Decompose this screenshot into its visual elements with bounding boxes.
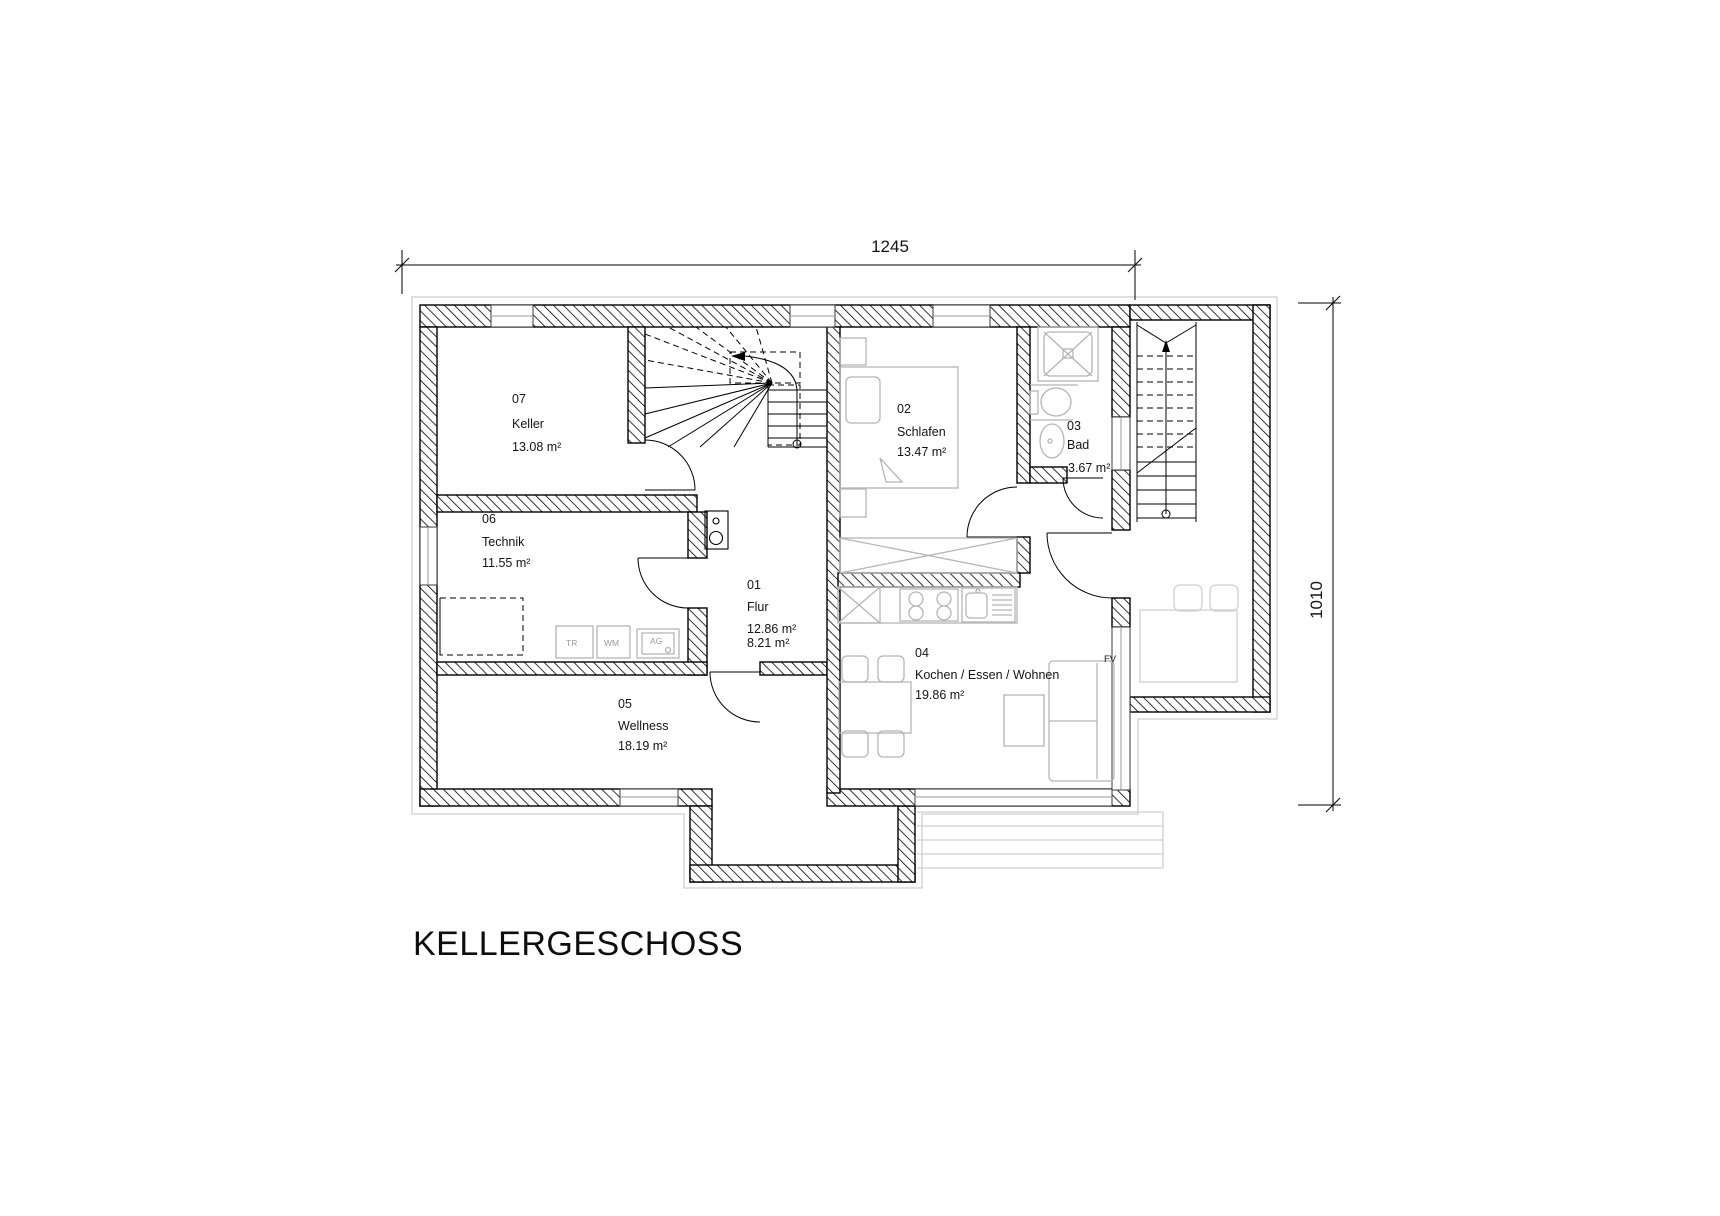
closet — [839, 537, 1018, 574]
room-number: 05 — [618, 697, 632, 711]
room-label-kochen: 04 Kochen / Essen / Wohnen 19.86 m² — [915, 646, 1059, 702]
windows — [419, 304, 1131, 807]
wall-bad-bottom — [1029, 466, 1068, 484]
outdoor-table-set — [1139, 584, 1239, 683]
door-entrance-annex — [1046, 532, 1113, 599]
sofa — [1048, 660, 1115, 782]
door-wellness — [709, 671, 761, 723]
exterior-outline — [411, 296, 1278, 889]
wall-technik-bottom — [436, 661, 708, 676]
room-number: 03 — [1067, 419, 1081, 433]
window-technik-left — [419, 526, 438, 586]
wall-porch-right — [897, 805, 916, 883]
room-label-wellness: 05 Wellness 18.19 m² — [618, 697, 668, 753]
kitchen-counter — [837, 586, 1018, 624]
window-fixed-glazing — [1111, 626, 1131, 791]
terrace-steps — [917, 811, 1164, 869]
washer-label: WM — [604, 638, 619, 648]
door-keller — [644, 439, 696, 491]
room-number: 02 — [897, 402, 911, 416]
stair-exterior — [1136, 322, 1197, 522]
fv-label: FV — [1104, 654, 1117, 665]
dining-table — [838, 655, 912, 758]
room-number: 04 — [915, 646, 929, 660]
room-label-flur: 01 Flur 12.86 m² 8.21 m² — [747, 578, 796, 650]
coffee-table — [1003, 694, 1045, 747]
wall-annex-right — [1252, 304, 1271, 713]
dimension-top: 1245 — [394, 237, 1143, 300]
room-number: 06 — [482, 512, 496, 526]
dimension-right-value: 1010 — [1307, 581, 1326, 619]
washer: WM — [596, 625, 631, 659]
toilet — [1029, 384, 1078, 417]
room-label-schlafen: 02 Schlafen 13.47 m² — [897, 402, 946, 459]
wall-stair-left — [627, 326, 646, 444]
utility-sink: AG — [636, 628, 680, 659]
door-bad — [1062, 477, 1104, 519]
wall-kitchen-top — [837, 572, 1021, 588]
room-name: Technik — [482, 535, 525, 549]
room-area: 13.08 m² — [512, 440, 561, 454]
room-area: 12.86 m² — [747, 622, 796, 636]
room-area: 18.19 m² — [618, 739, 667, 753]
room-area: 19.86 m² — [915, 688, 964, 702]
wall-annex-bottom — [1129, 696, 1271, 713]
window-keller-top — [490, 304, 534, 328]
window-wohnen-bottom — [914, 788, 1113, 807]
room-area2: 8.21 m² — [747, 636, 789, 650]
stair-interior — [644, 326, 827, 449]
plan-title: KELLERGESCHOSS — [413, 925, 743, 963]
wall-right-upper — [1111, 326, 1131, 418]
room-name: Bad — [1067, 438, 1089, 452]
wall-center-divider — [826, 326, 841, 794]
wall-right-stub — [1111, 597, 1131, 628]
room-number: 07 — [512, 392, 526, 406]
door-schlafen — [966, 486, 1018, 538]
room-area: 13.47 m² — [897, 445, 946, 459]
storage-dashed — [439, 597, 524, 656]
room-label-bad: 03 Bad 3.67 m² — [1067, 419, 1110, 475]
window-bad-right — [1111, 416, 1131, 471]
room-label-technik: 06 Technik 11.55 m² — [482, 512, 530, 570]
window-schlafen-top2 — [932, 304, 991, 328]
dryer: TR — [555, 625, 594, 659]
wall-schlafen-bad — [1016, 326, 1031, 484]
doors — [637, 439, 1113, 723]
door-technik — [637, 557, 689, 609]
window-wellness-bottom — [619, 788, 679, 807]
dryer-label: TR — [566, 638, 577, 648]
room-area: 3.67 m² — [1068, 461, 1110, 475]
room-name: Wellness — [618, 719, 668, 733]
boiler-panel — [704, 510, 729, 550]
bathroom-sink — [1030, 419, 1073, 459]
wall-technik-right-a — [687, 511, 708, 559]
room-name: Keller — [512, 417, 544, 431]
utility-sink-label: AG — [650, 636, 662, 646]
bed — [839, 337, 959, 518]
wall-flur-bottom — [759, 661, 828, 676]
wall-porch-bottom — [689, 864, 916, 883]
dimension-top-value: 1245 — [871, 237, 909, 256]
room-name: Flur — [747, 600, 769, 614]
wall-right-mid — [1111, 469, 1131, 531]
room-area: 11.55 m² — [482, 556, 530, 570]
room-name: Schlafen — [897, 425, 946, 439]
wall-schlafen-bad-stub — [1016, 536, 1031, 574]
room-number: 01 — [747, 578, 761, 592]
room-name: Kochen / Essen / Wohnen — [915, 668, 1059, 682]
wall-top-annex — [1129, 304, 1271, 321]
room-label-keller: 07 Keller 13.08 m² — [512, 392, 561, 454]
dimension-right: 1010 — [1298, 295, 1341, 813]
shower — [1037, 326, 1099, 382]
wall-keller-bottom — [436, 494, 698, 513]
window-schlafen-top — [789, 304, 836, 328]
